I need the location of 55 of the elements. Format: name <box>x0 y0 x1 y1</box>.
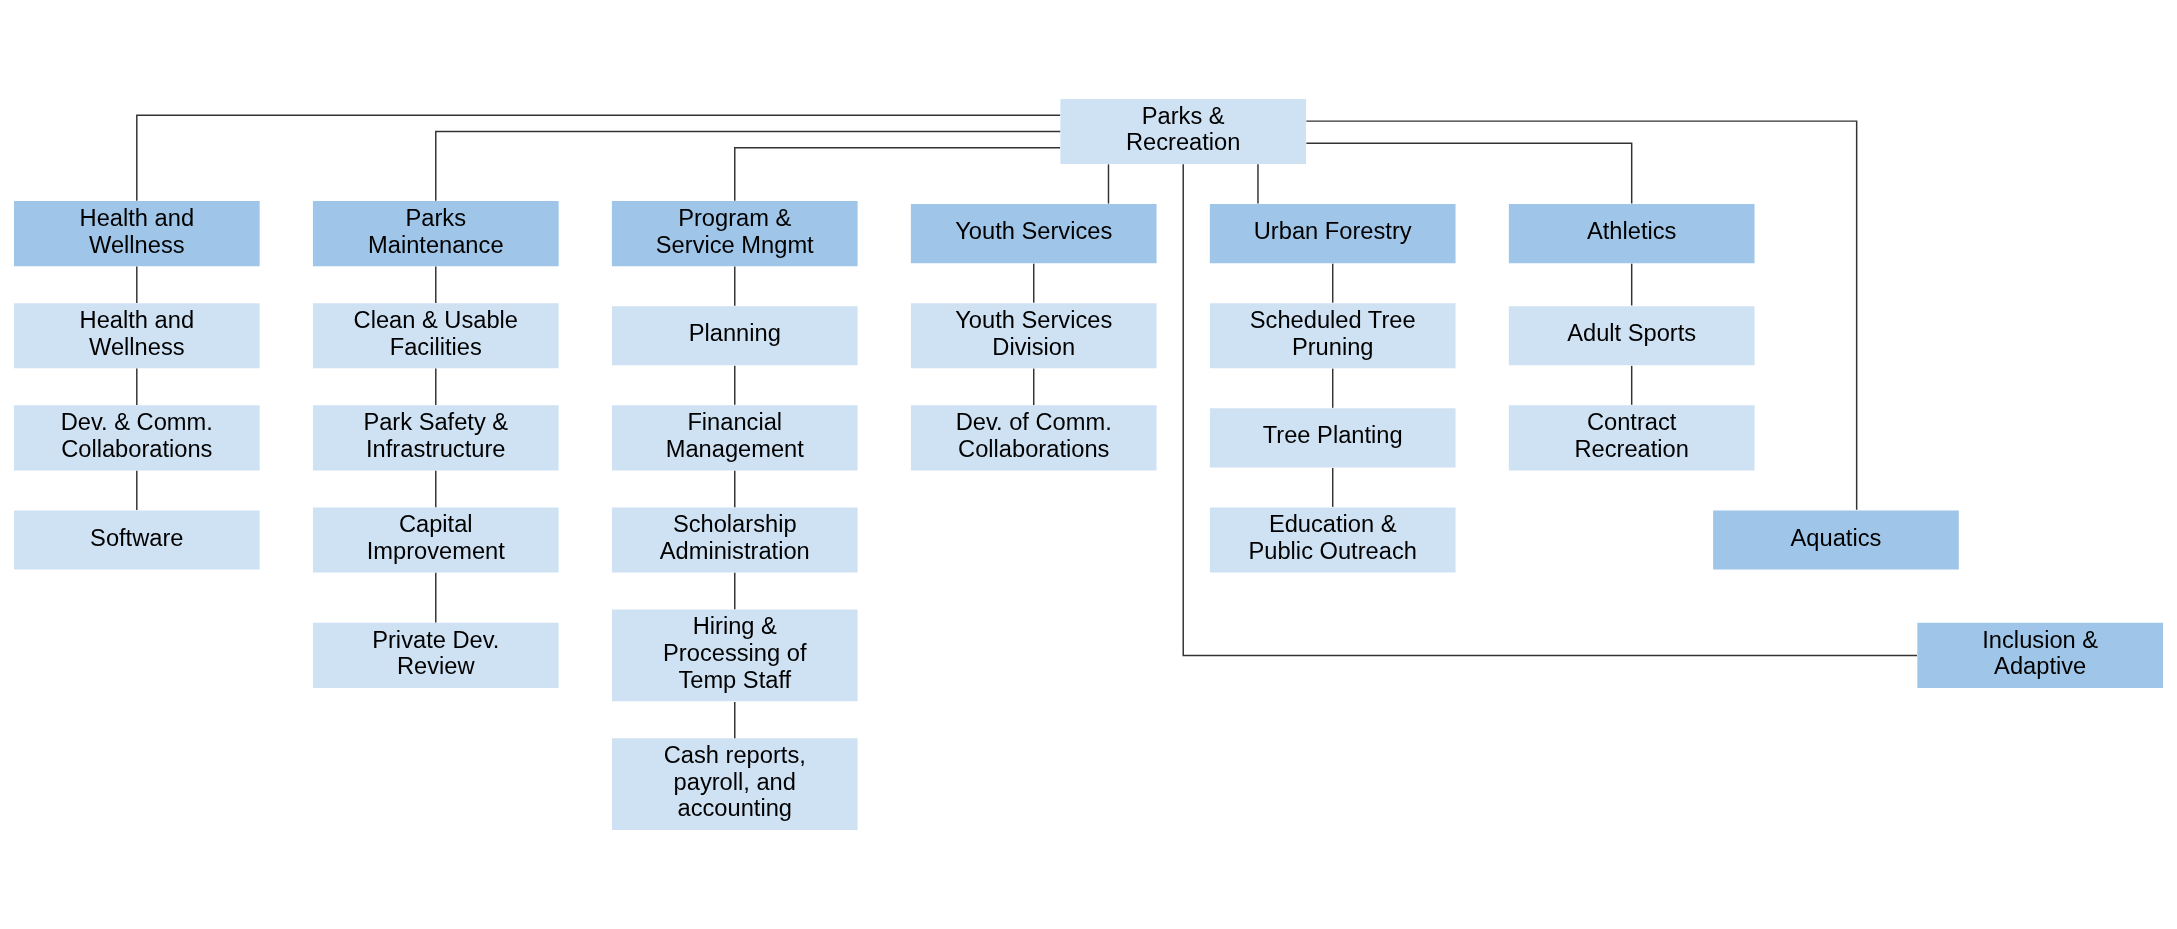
node-box: Inclusion & Adaptive <box>1917 622 2164 688</box>
node-box: Adult Sports <box>1508 306 1755 366</box>
node-box: Parks Maintenance <box>312 201 559 267</box>
connector <box>734 265 736 307</box>
node-box: Urban Forestry <box>1209 204 1456 264</box>
connector <box>435 572 437 624</box>
connector <box>1331 467 1334 508</box>
node-box: Tree Planting <box>1209 408 1456 468</box>
node-box: Health and Wellness <box>13 201 260 267</box>
connector <box>1331 262 1334 304</box>
connector <box>1033 367 1035 406</box>
node-box: Program & Service Mngmt <box>611 201 858 267</box>
connector <box>1630 262 1633 307</box>
connector <box>1033 262 1035 304</box>
node-box: Scholarship Administration <box>611 507 858 573</box>
node-box: Park Safety & Infrastructure <box>312 405 559 471</box>
connector <box>1305 142 1633 205</box>
connector <box>1257 163 1259 205</box>
node-box: Parks & Recreation <box>1060 98 1307 165</box>
connector <box>435 367 437 406</box>
node-box: Hiring & Processing of Temp Staff <box>611 609 858 702</box>
node-box: Education & Public Outreach <box>1209 507 1456 573</box>
node-box: Contract Recreation <box>1508 405 1755 471</box>
node-box: Dev. of Comm. Collaborations <box>910 405 1157 471</box>
node-box: Aquatics <box>1713 510 1959 570</box>
connector <box>136 470 138 511</box>
connector <box>734 470 736 508</box>
node-box: Youth Services Division <box>910 303 1157 369</box>
node-box: Capital Improvement <box>312 507 559 573</box>
connector <box>1305 120 1858 511</box>
node-box: Cash reports, payroll, and accounting <box>611 738 858 831</box>
node-box: Private Dev. Review <box>312 622 559 688</box>
connector <box>435 130 1061 202</box>
connector <box>1182 163 1918 657</box>
node-box: Athletics <box>1508 204 1755 264</box>
node-box: Software <box>13 510 260 570</box>
node-box: Health and Wellness <box>13 303 260 369</box>
node-box: Scheduled Tree Pruning <box>1209 303 1456 369</box>
connector <box>136 265 138 304</box>
node-box: Planning <box>611 306 858 366</box>
connector <box>136 367 138 406</box>
node-box: Youth Services <box>910 204 1157 264</box>
connector <box>1630 365 1633 406</box>
node-box: Financial Management <box>611 405 858 471</box>
connector <box>1107 163 1110 205</box>
node-box: Dev. & Comm. Collaborations <box>13 405 260 471</box>
connector <box>734 147 1061 202</box>
connector <box>734 572 736 610</box>
connector <box>435 470 437 508</box>
connector <box>1331 367 1334 409</box>
connector <box>136 114 1061 202</box>
node-box: Clean & Usable Facilities <box>312 303 559 369</box>
connector <box>734 365 736 406</box>
connector <box>734 701 736 739</box>
connector <box>435 265 437 304</box>
